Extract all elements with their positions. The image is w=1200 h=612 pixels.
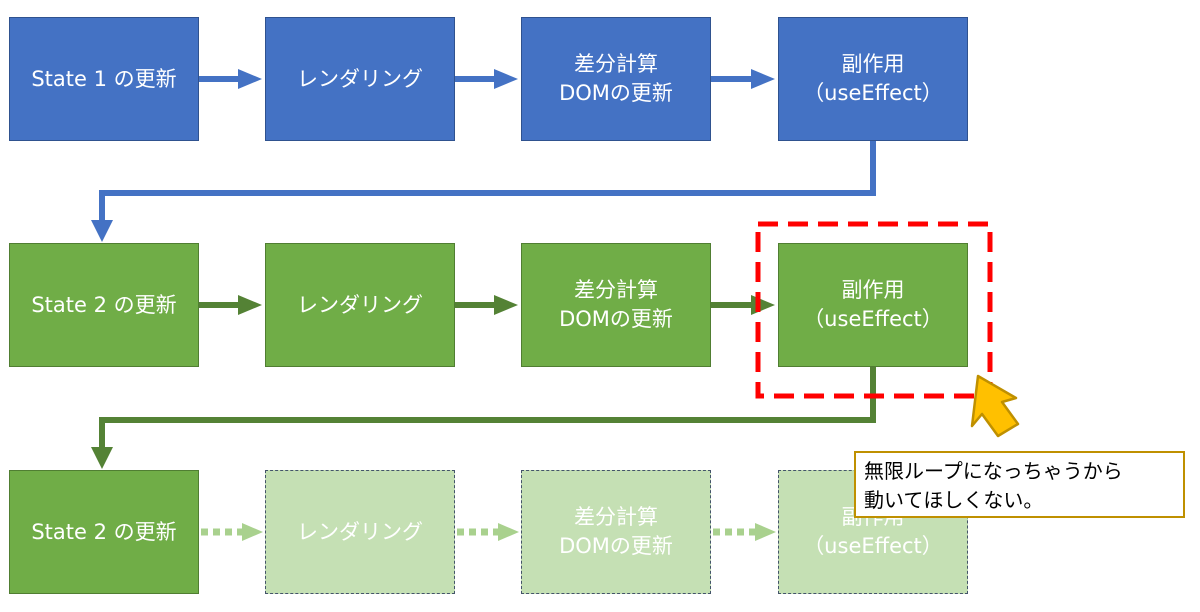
- step-diff-dom-row3: 差分計算 DOMの更新: [521, 470, 711, 594]
- arrow-row1-2: [455, 69, 518, 89]
- step-label: レンダリング: [297, 519, 423, 544]
- step-label: 副作用: [841, 278, 905, 302]
- step-state-update-row1: State 1 の更新: [9, 17, 199, 141]
- step-side-effect-row1: 副作用 （useEffect）: [778, 17, 968, 141]
- step-label: 副作用: [841, 52, 905, 76]
- arrow-row2-1: [199, 295, 262, 315]
- step-state-update-row2: State 2 の更新: [9, 243, 199, 367]
- elbow-connector-1: [91, 141, 876, 242]
- pointer-arrow-icon: [970, 374, 1020, 438]
- arrow-row2-3: [711, 295, 775, 315]
- arrow-row3-2: [457, 523, 519, 541]
- step-rendering-row1: レンダリング: [265, 17, 455, 141]
- step-rendering-row2: レンダリング: [265, 243, 455, 367]
- step-label: State 2 の更新: [31, 292, 177, 317]
- arrow-row1-3: [711, 69, 775, 89]
- step-label: 差分計算: [574, 52, 658, 76]
- step-label: （useEffect）: [803, 81, 943, 105]
- step-label: レンダリング: [297, 292, 423, 317]
- arrow-row3-1: [201, 523, 263, 541]
- row1-arrows: [199, 69, 775, 89]
- step-label: State 1 の更新: [31, 66, 177, 91]
- step-label: 差分計算: [574, 278, 658, 302]
- callout-line: 無限ループになっちゃうから: [864, 459, 1123, 483]
- step-state-update-row3: State 2 の更新: [9, 470, 199, 594]
- step-diff-dom-row1: 差分計算 DOMの更新: [521, 17, 711, 141]
- step-label: 差分計算: [574, 505, 658, 529]
- step-label: DOMの更新: [559, 81, 673, 105]
- arrow-row2-2: [455, 295, 518, 315]
- step-label: State 2 の更新: [31, 519, 177, 544]
- arrow-row1-1: [199, 69, 262, 89]
- callout-line: 動いてほしくない。: [864, 488, 1044, 512]
- step-side-effect-row2: 副作用 （useEffect）: [778, 243, 968, 367]
- step-label: （useEffect）: [803, 534, 943, 558]
- arrow-row3-3: [713, 523, 776, 541]
- step-label: レンダリング: [297, 66, 423, 91]
- step-label: DOMの更新: [559, 307, 673, 331]
- step-label: （useEffect）: [803, 307, 943, 331]
- row3-arrows: [201, 523, 776, 541]
- step-label: DOMの更新: [559, 534, 673, 558]
- infinite-loop-callout: 無限ループになっちゃうから 動いてほしくない。: [854, 451, 1185, 518]
- step-diff-dom-row2: 差分計算 DOMの更新: [521, 243, 711, 367]
- step-rendering-row3: レンダリング: [265, 470, 455, 594]
- highlight-frame: [755, 221, 993, 399]
